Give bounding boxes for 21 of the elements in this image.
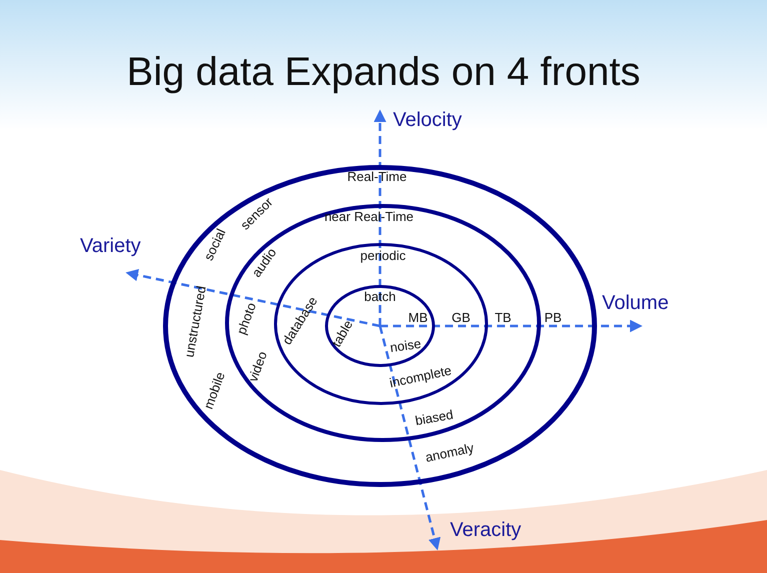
ring-label: incomplete — [388, 363, 452, 389]
ring-label: unstructured — [182, 284, 208, 358]
axis-label: Volume — [602, 293, 669, 313]
ring-label: social — [202, 226, 228, 262]
ring-label: noise — [390, 336, 422, 354]
axis-label: Velocity — [393, 110, 462, 130]
ring-label: mobile — [201, 370, 227, 410]
title: Big data Expands on 4 fronts — [126, 52, 642, 92]
ring-label: GB — [452, 310, 470, 324]
ring-label: periodic — [360, 248, 406, 262]
axis-label: Variety — [80, 236, 141, 256]
ring-label: anomaly — [424, 440, 476, 464]
ring-label: Real-Time — [347, 170, 407, 182]
ring-label: video — [246, 349, 270, 383]
ring-label: biased — [414, 407, 454, 427]
ring-label: near Real-Time — [324, 210, 414, 222]
axis-label: Veracity — [450, 520, 522, 540]
ring-label: MB — [408, 310, 428, 324]
ring-label: PB — [544, 310, 562, 324]
ring-label: photo — [234, 300, 258, 336]
ring-label: TB — [494, 310, 512, 324]
